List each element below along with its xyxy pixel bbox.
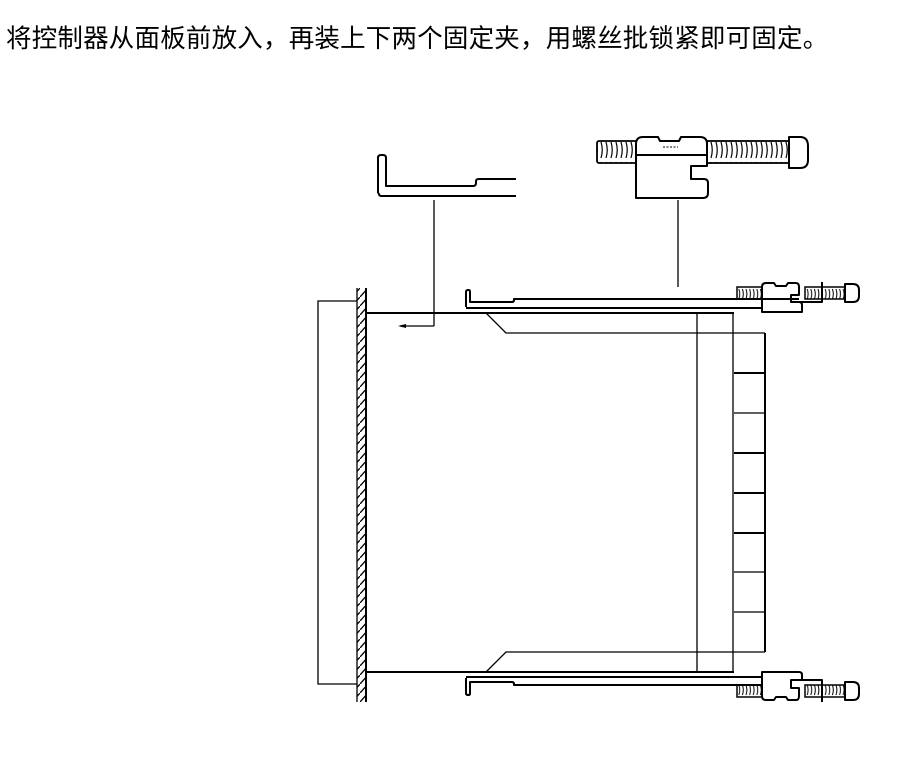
panel-wall [356, 288, 367, 702]
l-bracket-icon [377, 154, 516, 193]
bracket-detail [377, 154, 516, 328]
instruction-text: 将控制器从面板前放入，再装上下两个固定夹，用螺丝批锁紧即可固定。 [6, 24, 829, 54]
hatched-panel-icon [357, 288, 365, 702]
front-bezel [317, 300, 357, 685]
screw-clamp-detail [596, 136, 809, 287]
lower-clamp-assembly [465, 671, 860, 702]
arrow-icon [398, 324, 406, 328]
screw-thread [596, 140, 638, 164]
controller-body [366, 312, 766, 673]
screw-clamp-icon [635, 136, 709, 199]
screw-head-icon [788, 136, 809, 169]
upper-clamp-assembly [465, 282, 860, 313]
